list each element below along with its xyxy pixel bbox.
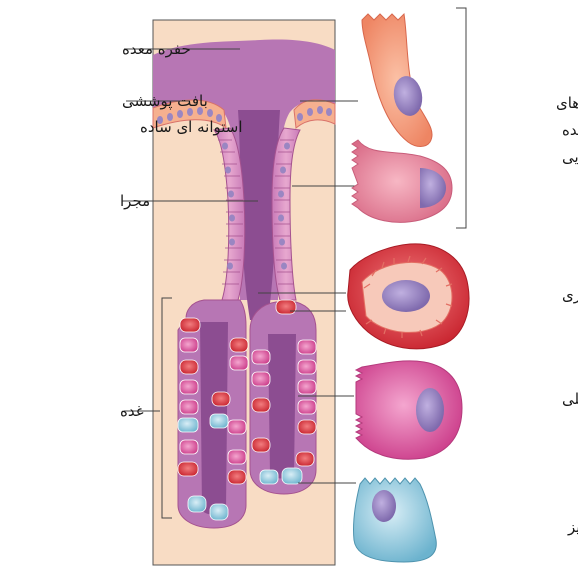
mucous-cells-bracket [456,8,466,228]
parietal-cell [348,244,469,349]
label-gastric-pit: حفره معده [122,40,191,58]
chief-cell [356,361,462,459]
endocrine-cell [353,478,436,562]
mucous-cell-1 [362,14,432,147]
label-duct: مجرا [120,192,150,210]
label-endocrine: یاخته درون ریز [567,518,578,536]
label-epithelium-1: بافت پوششی [122,92,208,111]
label-parietal: یاخته کناری [562,286,578,304]
label-mucous-3: مواد قلیایی [562,148,578,166]
mucous-cell-2 [352,140,452,222]
label-mucous-1: یاخته های [556,94,578,112]
label-gland: غده [120,402,144,420]
label-epithelium-2: استوانه ای ساده [140,118,243,136]
label-chief: یاخته اصلی [562,390,578,408]
label-mucous-2: ترشح کننده [562,121,578,139]
